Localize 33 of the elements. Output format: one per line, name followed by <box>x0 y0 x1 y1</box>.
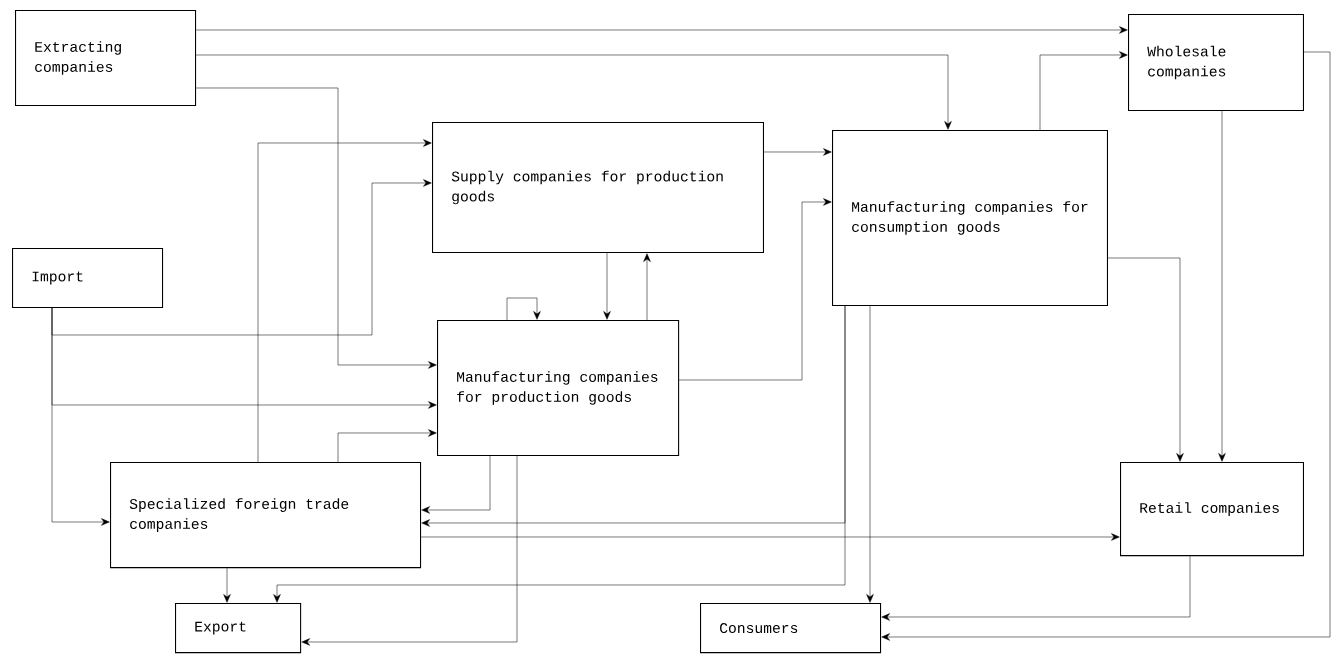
arrow <box>881 555 1191 621</box>
arrow <box>257 139 432 463</box>
arrow <box>881 51 1331 641</box>
company-box: Export <box>175 603 302 654</box>
company-box: Retail companies <box>1120 462 1304 557</box>
arrow <box>273 305 846 603</box>
arrow <box>195 54 952 130</box>
company-box: Supply companies for production goods <box>432 122 764 254</box>
company-box: Manufacturing companies for production goods <box>437 320 680 456</box>
arrow <box>678 198 832 381</box>
arrow <box>643 253 651 321</box>
arrow <box>420 533 1120 541</box>
company-box: Import <box>12 248 164 308</box>
arrow <box>506 297 541 321</box>
company-box: Specialized foreign trade companies <box>110 462 422 569</box>
arrow <box>421 455 491 514</box>
arrow <box>603 252 611 320</box>
arrow <box>195 26 1128 34</box>
arrow <box>1218 110 1226 462</box>
arrow <box>337 429 437 463</box>
arrow <box>195 87 437 369</box>
arrow <box>51 307 110 526</box>
company-box: Consumers <box>700 603 882 654</box>
arrow <box>51 179 432 336</box>
company-box: Wholesale companies <box>1128 14 1304 112</box>
company-box: Extracting companies <box>15 10 197 106</box>
arrow <box>866 305 874 603</box>
arrow <box>301 455 518 646</box>
company-box: Manufacturing companies for consumption goods <box>832 130 1108 306</box>
arrow <box>1107 257 1184 462</box>
arrow <box>223 567 231 603</box>
arrow <box>763 148 832 156</box>
arrow <box>1039 51 1128 131</box>
